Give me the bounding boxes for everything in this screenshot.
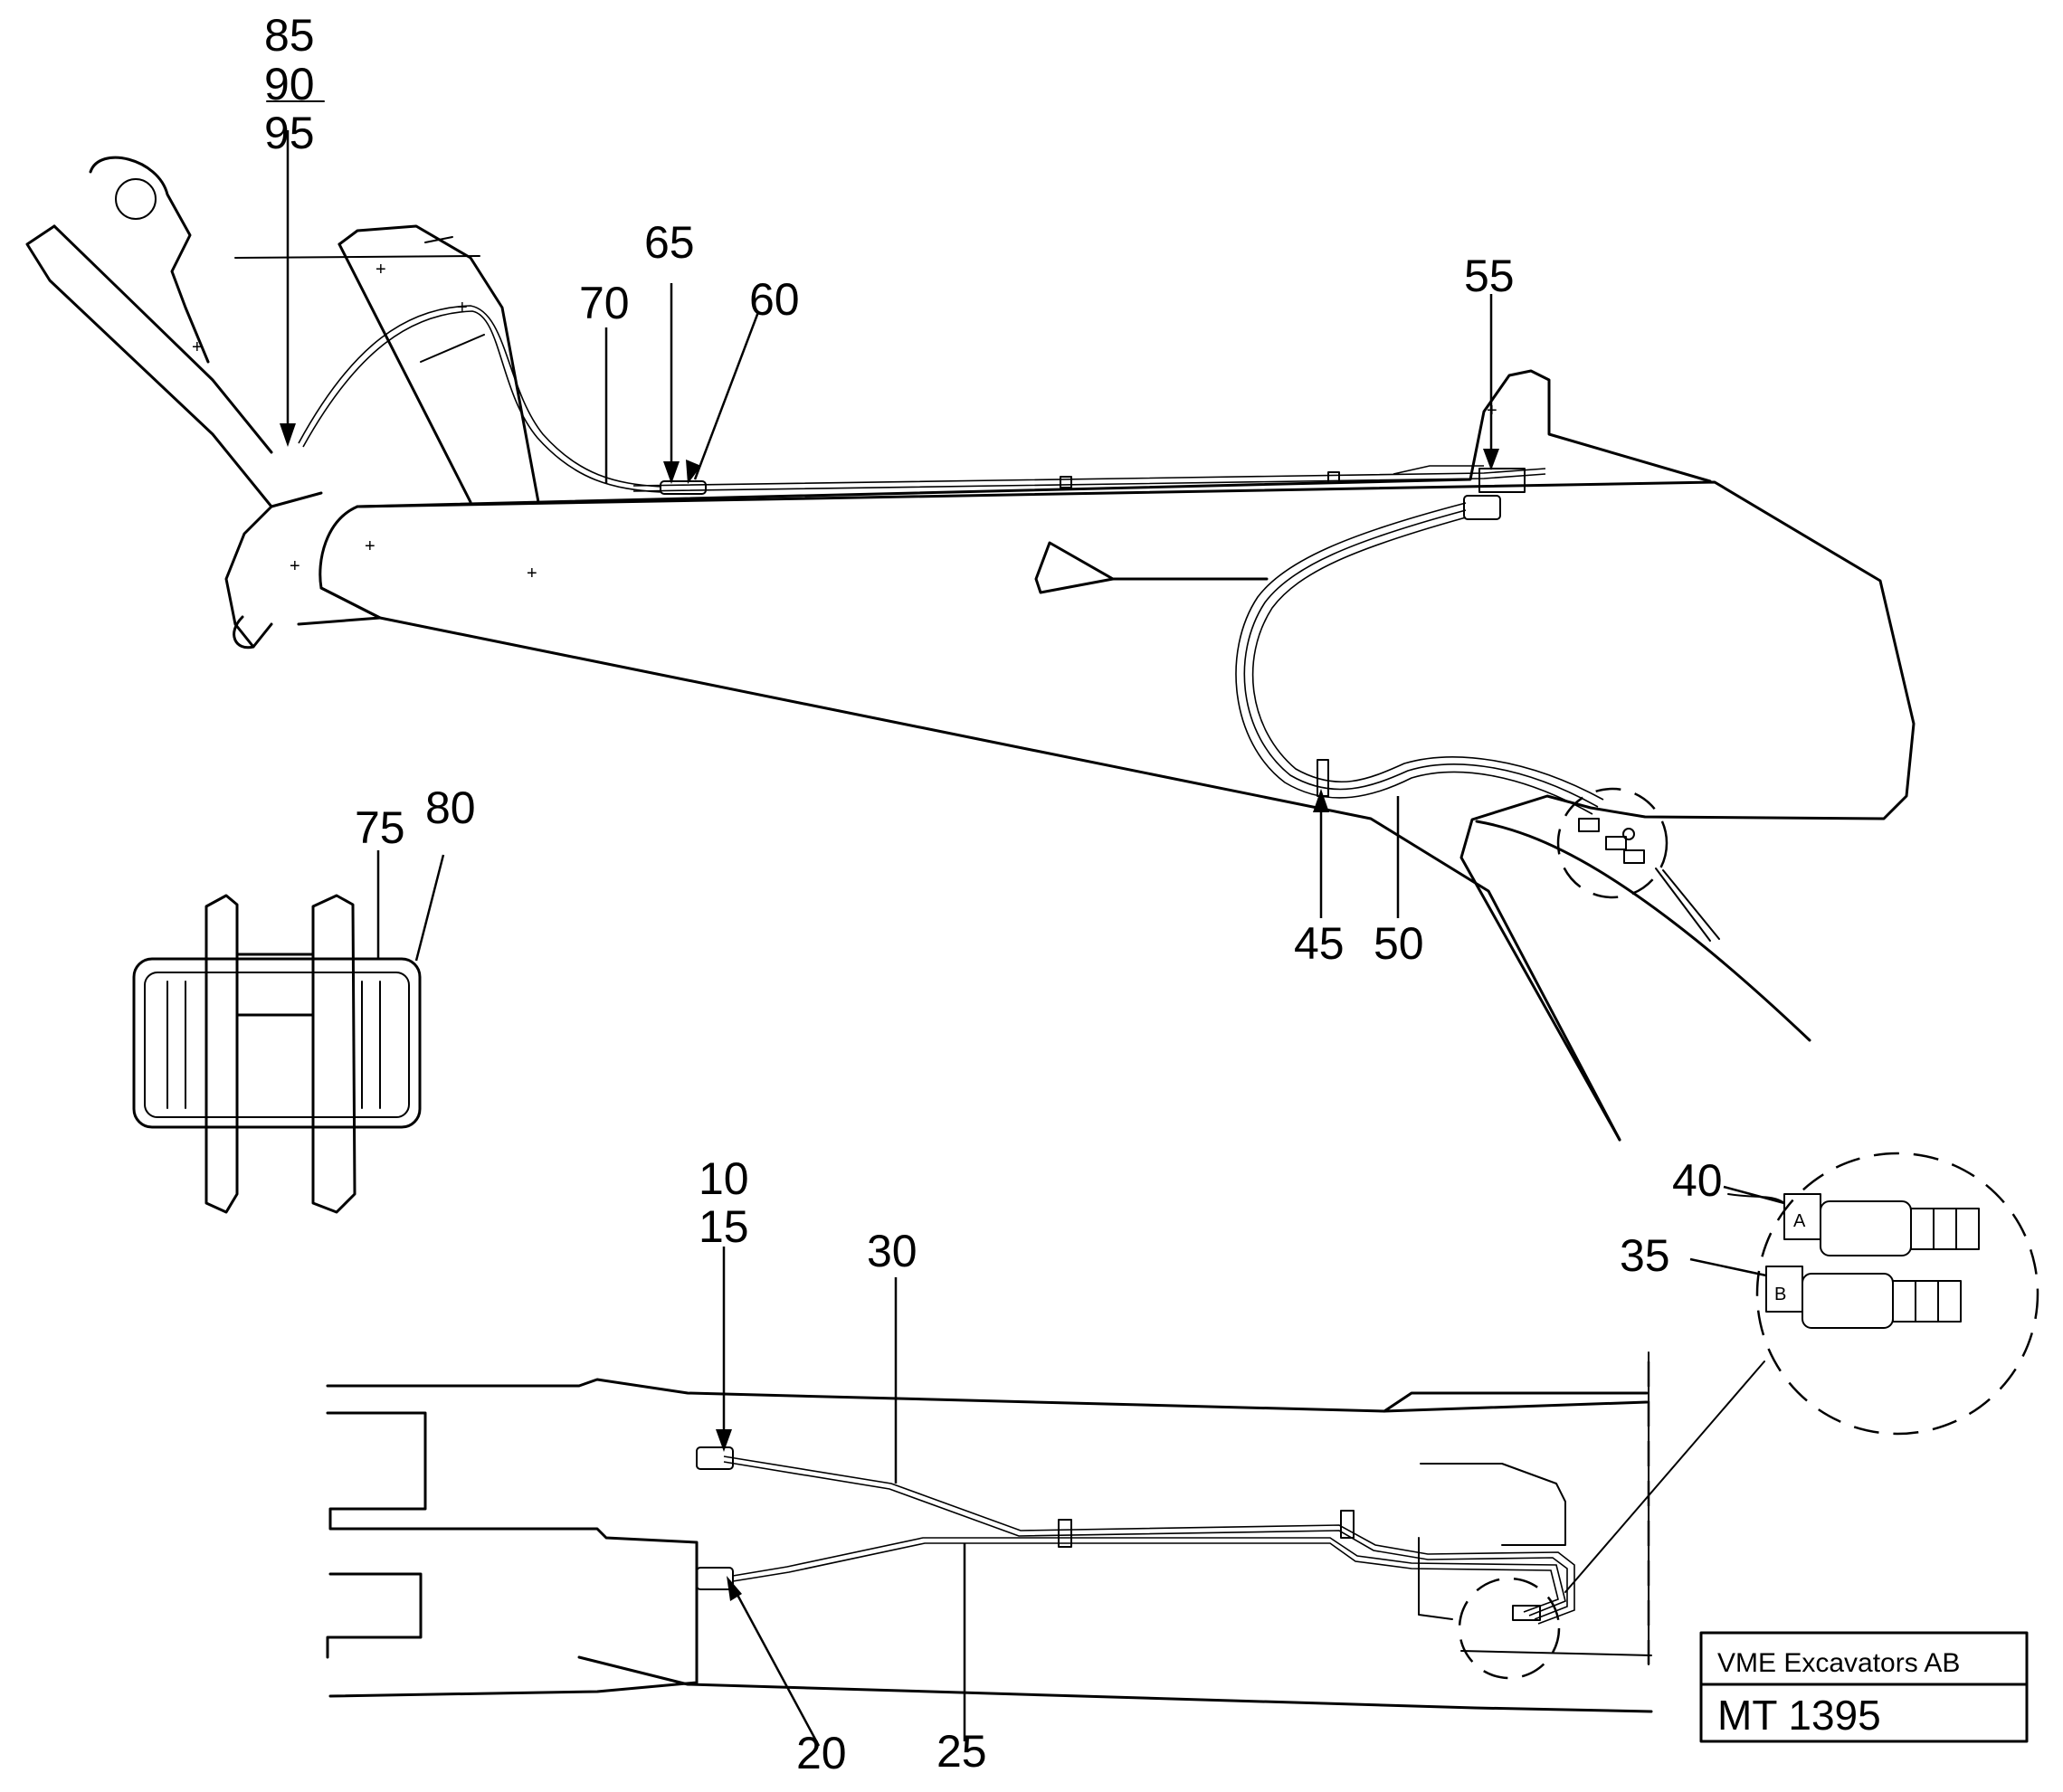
- callout-labels: 85 90 95 70 65 60 55 45 50 75 80 10 15 3…: [264, 10, 1723, 1778]
- callout-75: 75: [355, 802, 405, 853]
- callout-30: 30: [867, 1226, 917, 1276]
- callout-90: 90: [264, 59, 315, 109]
- clamp-detail-view: [132, 894, 422, 1214]
- callout-50: 50: [1374, 918, 1424, 969]
- callout-95: 95: [264, 108, 315, 158]
- callout-55: 55: [1464, 251, 1515, 301]
- svg-text:+: +: [192, 337, 203, 357]
- boom-side-view: + + + + + + +: [25, 156, 1916, 1142]
- callout-45: 45: [1294, 918, 1345, 969]
- svg-text:+: +: [457, 298, 468, 318]
- hose-end-detail: A B: [1564, 1152, 2039, 1593]
- detail-mark-a: A: [1793, 1211, 1806, 1231]
- svg-text:+: +: [527, 564, 537, 583]
- callout-25: 25: [936, 1726, 987, 1777]
- detail-mark-b: B: [1774, 1285, 1786, 1304]
- svg-text:+: +: [376, 260, 386, 280]
- callout-70: 70: [579, 278, 630, 328]
- svg-text:+: +: [290, 556, 300, 576]
- title-block: VME Excavators AB MT 1395: [1699, 1631, 2029, 1743]
- company-name: VME Excavators AB: [1717, 1648, 1960, 1678]
- callout-80: 80: [425, 782, 476, 833]
- drawing-number: MT 1395: [1717, 1692, 1881, 1739]
- arm-plan-view: [326, 1351, 1653, 1713]
- callout-leaders: [266, 100, 1785, 1747]
- callout-40: 40: [1672, 1155, 1723, 1206]
- callout-20: 20: [796, 1728, 847, 1778]
- callout-10: 10: [699, 1153, 749, 1204]
- callout-65: 65: [644, 217, 695, 268]
- callout-85: 85: [264, 10, 315, 61]
- callout-35: 35: [1620, 1230, 1670, 1281]
- svg-text:+: +: [365, 536, 376, 556]
- callout-15: 15: [699, 1201, 749, 1252]
- callout-60: 60: [749, 274, 800, 325]
